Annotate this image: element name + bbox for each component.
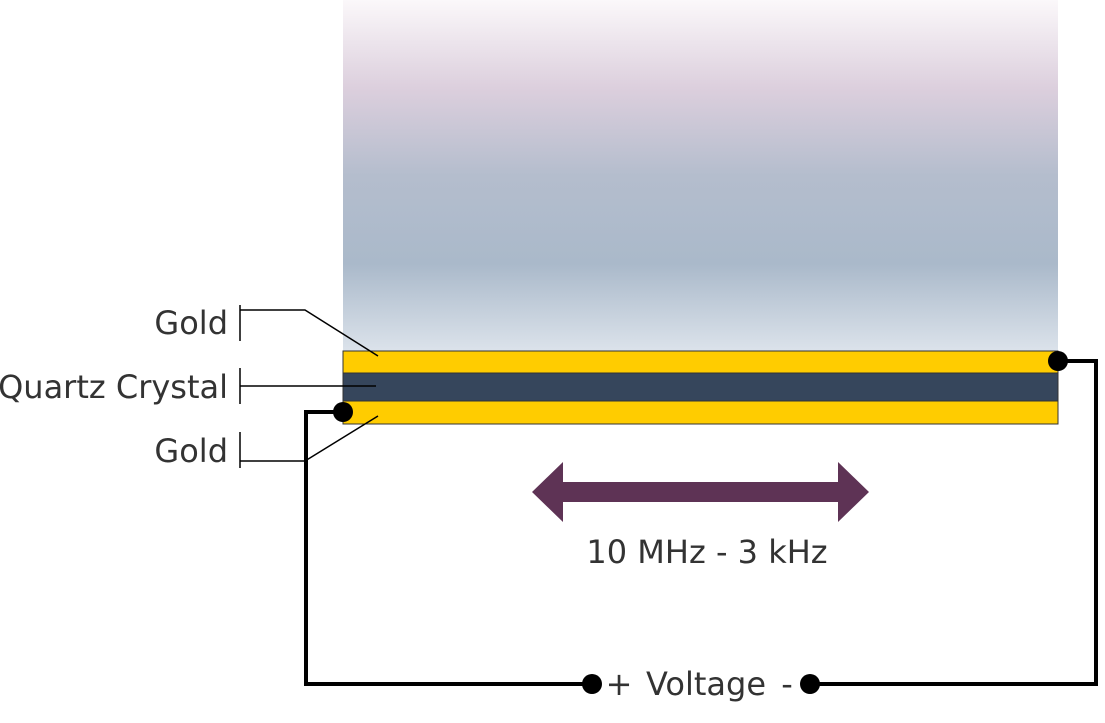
bottom-gold-layer: [342, 400, 1059, 425]
top-gold-layer: [342, 350, 1059, 374]
quartz-crystal-layer: [342, 372, 1059, 402]
oscillation-arrow: [532, 462, 869, 522]
bottom-electrode-contact: [333, 402, 353, 422]
frequency-label: 10 MHz - 3 kHz: [586, 533, 827, 571]
bottom-gold-label: Gold: [154, 432, 228, 470]
negative-terminal: [800, 674, 820, 694]
top-gold-label: Gold: [154, 304, 228, 342]
circuit-wires: [304, 359, 1098, 686]
positive-terminal: [582, 674, 602, 694]
voltage-label: Voltage: [646, 665, 766, 703]
minus-sign: -: [781, 665, 793, 703]
plus-sign: +: [606, 665, 633, 703]
liquid-medium: [343, 0, 1058, 352]
top-electrode-contact: [1048, 351, 1068, 371]
quartz-crystal-label: Quartz Crystal: [0, 368, 228, 406]
